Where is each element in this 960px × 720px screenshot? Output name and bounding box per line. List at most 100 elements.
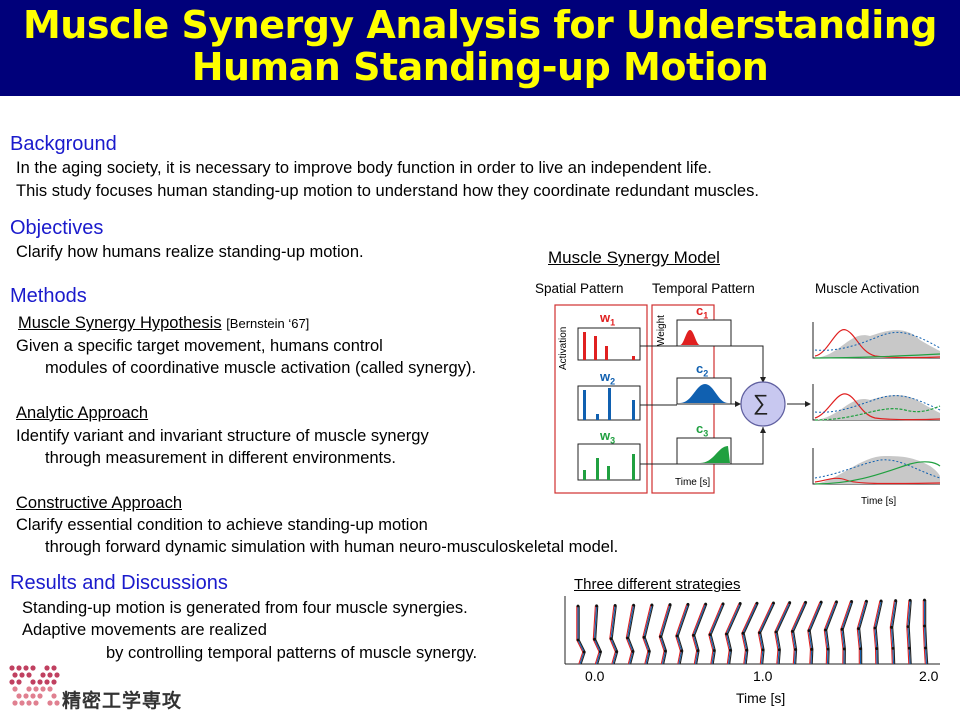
- logo-dot: [37, 679, 43, 685]
- logo-dot: [16, 693, 22, 699]
- stick-figure-line: [578, 606, 586, 665]
- stick-figure-line: [856, 600, 866, 665]
- stick-figure-line: [840, 601, 851, 665]
- constructive-line-1: Clarify essential condition to achieve s…: [16, 516, 428, 534]
- joint-marker: [890, 625, 893, 629]
- joint-marker: [708, 633, 712, 637]
- temporal-pattern-label: Temporal Pattern: [652, 281, 755, 296]
- logo-dot: [47, 672, 53, 678]
- joint-marker: [859, 647, 862, 651]
- stick-figure-line: [609, 605, 616, 665]
- hypothesis-line-1: Given a specific target movement, humans…: [16, 337, 383, 355]
- analytic-line-1: Identify variant and invariant structure…: [16, 427, 429, 445]
- strategies-axis-label: Time [s]: [736, 690, 786, 706]
- stick-figure-line: [923, 600, 928, 665]
- logo-dot: [30, 679, 36, 685]
- joint-marker: [791, 629, 794, 633]
- stick-figure-line: [857, 600, 867, 665]
- stick-figure-line: [760, 602, 776, 665]
- arrow-head-bottom: [760, 427, 766, 433]
- stick-figure-line: [743, 602, 759, 665]
- title-line-2: Human Standing-up Motion: [191, 45, 769, 89]
- background-line-1: In the aging society, it is necessary to…: [16, 159, 712, 177]
- constructive-line-2: through forward dynamic simulation with …: [45, 538, 619, 556]
- logo-dot: [26, 686, 32, 692]
- joint-marker: [680, 649, 683, 653]
- logo-dot: [12, 700, 18, 706]
- joint-marker: [576, 638, 580, 642]
- joint-marker: [626, 636, 629, 640]
- stick-figure-line: [890, 600, 897, 665]
- logo-dot: [30, 693, 36, 699]
- tick-label-2: 2.0: [919, 668, 939, 684]
- joint-marker: [875, 647, 879, 650]
- joint-marker: [650, 603, 654, 607]
- stick-figure-line: [823, 601, 836, 665]
- stick-figure-line: [873, 600, 881, 665]
- joint-marker: [668, 603, 672, 606]
- temporal-panel-3: [676, 437, 732, 465]
- joint-marker: [879, 599, 883, 603]
- stick-figure-line: [775, 602, 791, 665]
- joint-marker: [696, 649, 700, 653]
- joint-marker: [576, 604, 580, 608]
- stick-figure-line: [727, 603, 742, 665]
- joint-marker: [850, 600, 853, 603]
- joint-marker: [712, 649, 716, 652]
- logo-dot: [16, 679, 22, 685]
- stick-figure-line: [692, 603, 707, 665]
- joint-marker: [835, 600, 838, 604]
- results-line-1: Standing-up motion is generated from fou…: [22, 599, 468, 617]
- logo-dot: [26, 700, 32, 706]
- stick-figure-line: [889, 600, 895, 665]
- activation-plot-3: [812, 448, 941, 485]
- stick-figure-line: [659, 604, 671, 665]
- temporal-time-label: Time [s]: [675, 477, 711, 488]
- sum-symbol: ∑: [753, 390, 769, 415]
- joint-marker: [721, 602, 725, 606]
- joint-marker: [924, 646, 927, 650]
- joint-marker: [598, 650, 602, 654]
- stick-figures: [576, 598, 929, 665]
- stick-figure-line: [742, 602, 758, 665]
- objectives-heading: Objectives: [10, 217, 104, 239]
- background-heading: Background: [10, 133, 117, 155]
- joint-marker: [632, 603, 635, 607]
- hypothesis-line-2: modules of coordinative muscle activatio…: [45, 359, 477, 377]
- joint-marker: [777, 648, 781, 652]
- muscle-activation-label: Muscle Activation: [815, 281, 920, 296]
- stick-figure-line: [593, 605, 601, 665]
- joint-marker: [755, 601, 759, 605]
- arrow-head-middle: [735, 401, 741, 407]
- weight-axis-label: Weight: [656, 315, 667, 346]
- stick-figure-line: [826, 601, 839, 665]
- joint-marker: [804, 600, 807, 604]
- stick-figure-line: [906, 600, 910, 665]
- hypothesis-reference: [Bernstein ‘67]: [226, 316, 310, 331]
- logo-dot: [51, 679, 57, 685]
- stick-figure-line: [675, 604, 688, 665]
- stick-figure-line: [628, 605, 636, 665]
- w3-label: w3: [600, 428, 616, 446]
- logo-dot: [47, 700, 53, 706]
- joint-marker: [891, 646, 895, 650]
- joint-marker: [582, 650, 586, 654]
- stick-figure-line: [725, 603, 741, 665]
- stick-figure-line: [793, 602, 808, 665]
- strategies-title: Three different strategies: [574, 576, 741, 593]
- spatial-pattern-frame: [554, 304, 648, 494]
- stick-figure-line: [694, 603, 708, 665]
- stick-figure-line: [724, 603, 740, 665]
- logo-dot: [40, 672, 46, 678]
- stick-figure-line: [875, 600, 883, 665]
- stick-figure-line: [790, 602, 805, 665]
- constructive-title: Constructive Approach: [16, 494, 183, 512]
- joint-marker: [819, 600, 823, 604]
- activation-plot-2: [812, 384, 941, 421]
- stick-figure-line: [676, 604, 689, 665]
- joint-marker: [824, 628, 827, 632]
- w1-label: w1: [600, 310, 616, 328]
- stick-figure-line: [595, 605, 603, 665]
- activation-axis-label: Activation: [558, 326, 569, 370]
- stick-figure-line: [644, 604, 654, 665]
